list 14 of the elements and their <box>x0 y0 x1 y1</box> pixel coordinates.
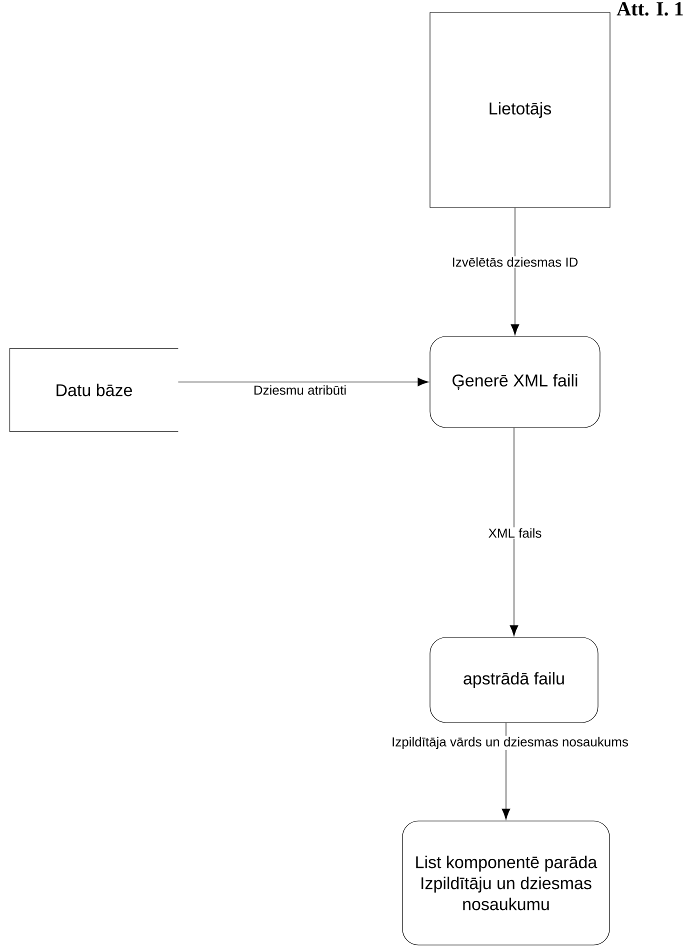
edge-label: Dziesmu atribūti <box>252 384 348 396</box>
process-box: Ģenerē XML faili <box>430 336 600 428</box>
figure-number: Att. I. 1 <box>616 2 683 16</box>
arrow <box>178 378 429 386</box>
edge-label: Izpildītāja vārds un dziesmas nosaukums <box>390 736 630 750</box>
data-store: Datu bāze <box>10 348 178 432</box>
process-box: List komponentē parāda Izpildītāju un dziesmas nosaukumu <box>402 820 610 946</box>
edge-label: Izvēlētās dziesmas ID <box>450 256 580 268</box>
arrow <box>502 722 510 820</box>
arrow <box>510 207 520 336</box>
entity-box: Lietotājs <box>430 12 610 208</box>
arrow <box>510 428 518 636</box>
process-box: apstrādā failu <box>430 637 598 723</box>
edge-label: XML fails <box>487 527 543 539</box>
